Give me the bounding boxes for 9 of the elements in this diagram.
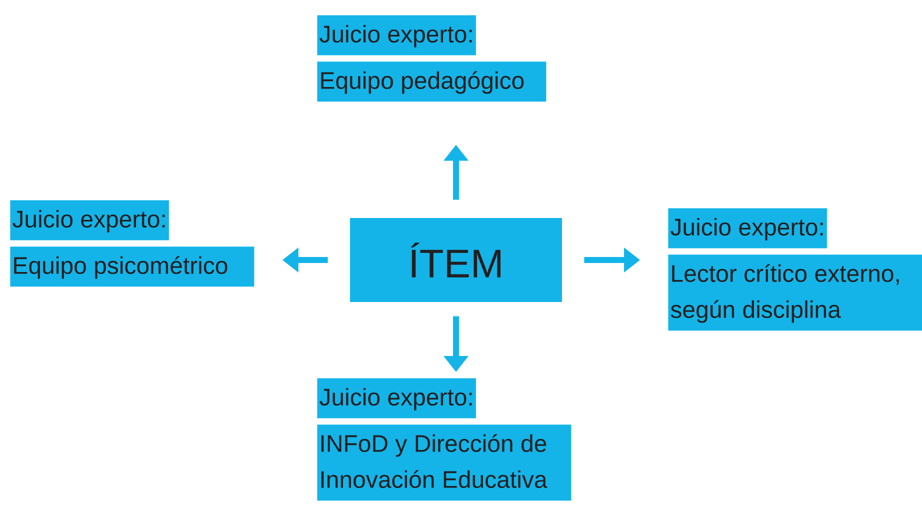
- label-box: Juicio experto: Equipo psicométrico: [10, 200, 254, 287]
- node-label: Juicio experto:: [670, 218, 823, 240]
- node-label: Juicio experto:: [12, 210, 165, 232]
- node-label: Juicio experto:: [320, 25, 472, 48]
- label-box: Juicio experto: INFoD y Dirección de Innovación Educativa: [317, 378, 572, 501]
- label-box: Juicio experto: Equipo pedagógico: [317, 15, 546, 102]
- item-box: ÍTEM: [350, 218, 562, 302]
- label-box: Juicio experto: Lector crítico externo, según disciplina: [668, 208, 922, 331]
- node-label: Juicio experto:: [320, 388, 472, 410]
